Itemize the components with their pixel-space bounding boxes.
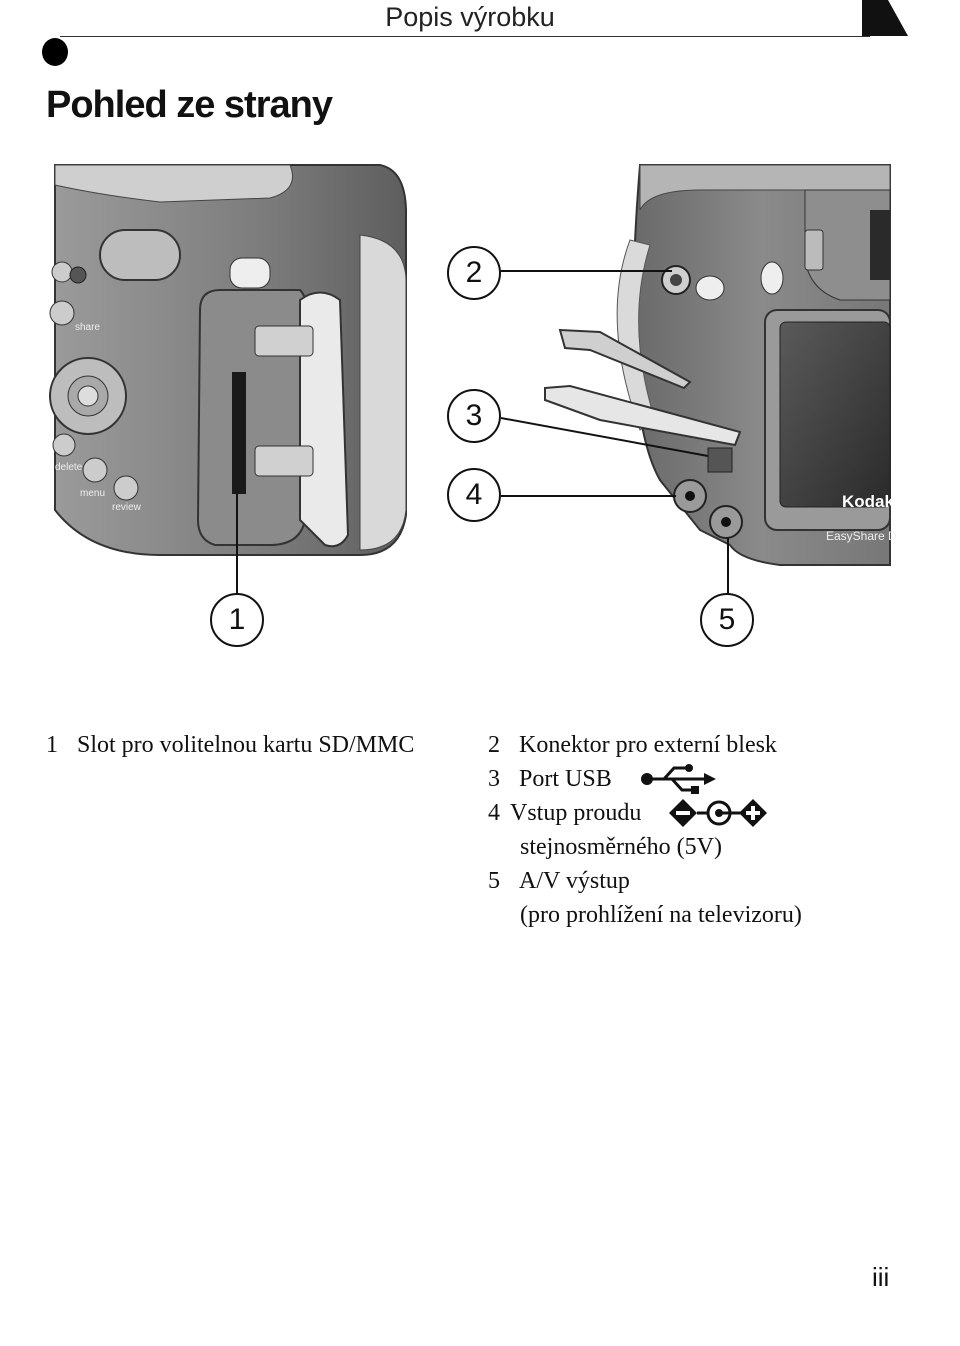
legend-item-5: 5 A/V výstup — [488, 864, 802, 898]
review-label: review — [112, 502, 142, 513]
delete-label: delete — [55, 462, 83, 473]
legend-text: Konektor pro externí blesk — [519, 728, 777, 762]
page-title: Pohled ze strany — [46, 84, 332, 127]
legend-text: Slot pro volitelnou kartu SD/MMC — [77, 728, 414, 762]
bullet-dot — [42, 38, 68, 66]
legend-item-4-continuation: stejnosměrného (5V) — [488, 830, 802, 864]
legend-item-5-continuation: (pro prohlížení na televizoru) — [488, 898, 802, 932]
header-rule — [60, 36, 870, 37]
usb-icon — [640, 763, 718, 795]
callout-2: 2 — [447, 246, 501, 300]
share-label: share — [75, 322, 100, 333]
legend-right: 2 Konektor pro externí blesk 3 Port USB … — [488, 728, 802, 932]
usb-port — [708, 448, 732, 472]
legend-item-1: 1 Slot pro volitelnou kartu SD/MMC — [46, 728, 414, 762]
legend-number: 5 — [488, 864, 519, 898]
sd-card-slot — [232, 372, 246, 494]
legend-text: Port USB — [519, 762, 612, 796]
legend-number: 4 — [488, 796, 510, 830]
page-number: iii — [872, 1262, 889, 1293]
callout-4: 4 — [447, 468, 501, 522]
corner-tab-icon — [862, 0, 912, 42]
legend-text: A/V výstup — [519, 864, 630, 898]
legend-item-4: 4 Vstup proudu — [488, 796, 802, 830]
legend-number: 1 — [46, 728, 77, 762]
camera-side-view-figure: share menu review delete Kodak EasyShare… — [0, 150, 960, 670]
legend-number: 2 — [488, 728, 519, 762]
callout-5: 5 — [700, 593, 754, 647]
brand-logo: Kodak — [842, 492, 895, 511]
legend-item-2: 2 Konektor pro externí blesk — [488, 728, 802, 762]
callout-1: 1 — [210, 593, 264, 647]
model-label: EasyShare D — [826, 529, 897, 543]
legend-text: Vstup proudu — [510, 796, 641, 830]
camera-right: Kodak EasyShare D — [545, 165, 897, 565]
callout-3: 3 — [447, 389, 501, 443]
legend-left: 1 Slot pro volitelnou kartu SD/MMC — [46, 728, 414, 762]
legend-number: 3 — [488, 762, 519, 796]
dc-polarity-icon — [669, 797, 769, 829]
menu-label: menu — [80, 488, 105, 499]
legend-item-3: 3 Port USB — [488, 762, 802, 796]
camera-left: share menu review delete — [50, 165, 406, 555]
section-title: Popis výrobku — [0, 0, 940, 34]
